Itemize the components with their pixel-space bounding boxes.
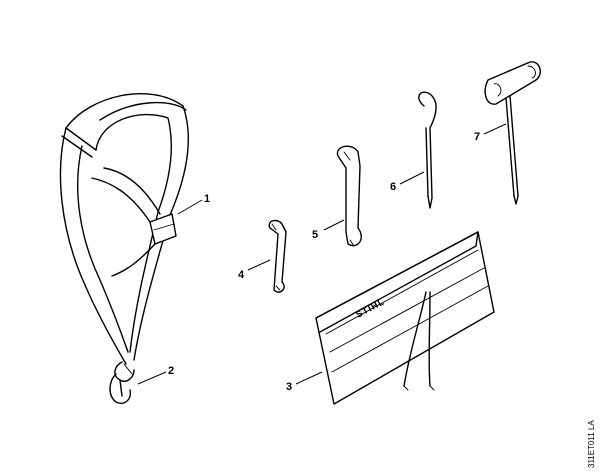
- leader-lines: [137, 123, 507, 385]
- hook-tool: [418, 91, 437, 209]
- callout-7: 7: [474, 131, 480, 143]
- combination-wrench: [484, 61, 541, 205]
- harness-strap: [59, 93, 189, 365]
- callout-3: 3: [286, 381, 292, 393]
- drawing-code: 311ET011 LA: [587, 420, 596, 468]
- small-wrench: [268, 219, 287, 293]
- callout-1: 1: [204, 193, 210, 205]
- large-wrench: [336, 145, 362, 247]
- carabiner: [109, 361, 135, 404]
- callout-6: 6: [390, 181, 396, 193]
- callout-5: 5: [312, 229, 318, 241]
- callout-4: 4: [238, 269, 245, 281]
- callout-2: 2: [168, 365, 174, 377]
- tool-pouch: STIHL: [315, 231, 495, 405]
